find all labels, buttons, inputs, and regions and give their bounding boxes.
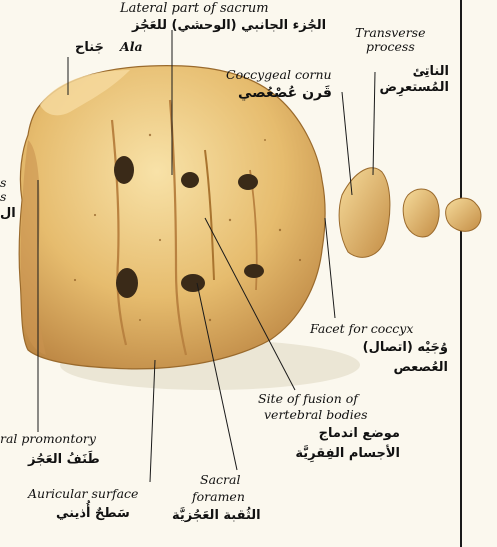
label-left-edge-2: s: [0, 190, 6, 204]
label-transverse-ar-1: الناتِئ: [375, 64, 449, 79]
label-left-edge-3: ال: [0, 206, 16, 221]
label-fusion-ar-1: موضع اندماج: [282, 426, 400, 441]
label-fusion-ar-2: الأجسام الفِقرِيَّة: [268, 446, 400, 461]
label-coccygeal-ar: قَرن عُصْعُصي: [238, 86, 332, 101]
foramen-upper-2: [181, 172, 199, 188]
label-transverse-en-2: process: [366, 40, 415, 54]
label-lateral-part-ar: الجُزء الجانبي (الوحشي) للعَجُز: [132, 18, 326, 33]
label-auricular-ar: سَطحٌ أُذيني: [56, 506, 130, 521]
label-facet-en: Facet for coccyx: [310, 322, 413, 336]
label-fusion-en-1: Site of fusion of: [258, 392, 358, 406]
foramen-lower-1: [116, 268, 138, 298]
coccyx-segment-1: [339, 168, 390, 258]
label-foramen-en-2: foramen: [192, 490, 245, 504]
label-foramen-ar: الثُقبة العَجُزيَّة: [172, 508, 261, 523]
foramen-upper-3: [238, 174, 258, 190]
coccyx-segment-3: [446, 198, 481, 231]
label-transverse-ar-2: المُستعرِض: [355, 80, 449, 95]
label-auricular-en: Auricular surface: [28, 487, 138, 501]
label-ala-ar: جَناح: [75, 40, 104, 55]
label-coccygeal-en: Coccygeal cornu: [226, 68, 332, 82]
label-lateral-part-en: Lateral part of sacrum: [120, 2, 269, 16]
label-fusion-en-2: vertebral bodies: [264, 408, 368, 422]
foramen-lower-2: [181, 274, 205, 292]
label-facet-ar-2: العُصعص: [362, 360, 448, 375]
foramen-lower-3: [244, 264, 264, 278]
foramen-upper-1: [114, 156, 134, 184]
label-transverse-en-1: Transverse: [355, 26, 425, 40]
label-promontory-en: ral promontory: [0, 432, 96, 446]
coccyx-segment-2: [403, 189, 439, 237]
label-promontory-ar: طَنَفُ العَجُز: [28, 452, 100, 467]
label-ala-en: Ala: [120, 40, 143, 54]
label-foramen-en-1: Sacral: [200, 473, 240, 487]
label-left-edge-1: s: [0, 176, 6, 190]
label-facet-ar-1: وُجَيْه (اتصال): [322, 340, 448, 355]
